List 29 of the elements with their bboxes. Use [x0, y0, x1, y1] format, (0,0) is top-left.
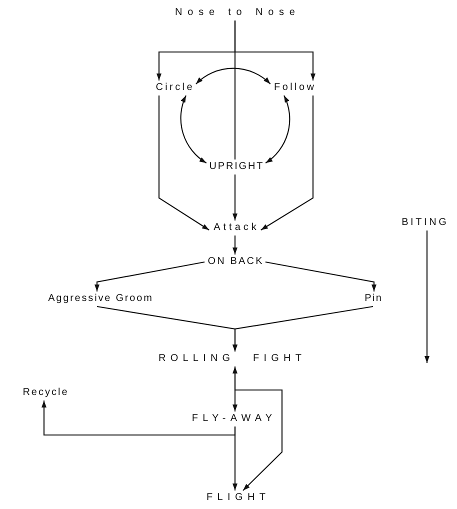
arrow [232, 306, 374, 352]
arrow [232, 366, 238, 412]
arrow [180, 95, 207, 164]
arrow [232, 236, 238, 254]
arrow [234, 366, 283, 491]
arrow [158, 96, 210, 230]
arrow [424, 230, 430, 363]
arrow [260, 96, 314, 230]
state-label: Nose to Nose [170, 7, 300, 19]
state-label: Aggressive Groom [46, 293, 154, 305]
arrow [196, 68, 271, 84]
state-label: ROLLING FIGHT [154, 353, 306, 365]
state-label: Follow [272, 82, 316, 94]
arrow [232, 174, 238, 220]
state-label: ON BACK [206, 256, 264, 268]
arrow [42, 400, 236, 436]
state-label: FLIGHT [202, 492, 270, 504]
state-label: Recycle [21, 387, 69, 399]
state-label: BITING [399, 217, 449, 229]
state-label: FLY-AWAY [187, 413, 277, 425]
arrow [265, 95, 290, 164]
state-label: UPRIGHT [208, 161, 264, 173]
arrow [94, 261, 205, 292]
state-label: Pin [363, 293, 383, 305]
state-label: Attack [210, 222, 260, 234]
arrow [232, 426, 238, 490]
arrow [265, 261, 376, 292]
connector-line [234, 20, 236, 160]
state-label: Circle [154, 82, 194, 94]
